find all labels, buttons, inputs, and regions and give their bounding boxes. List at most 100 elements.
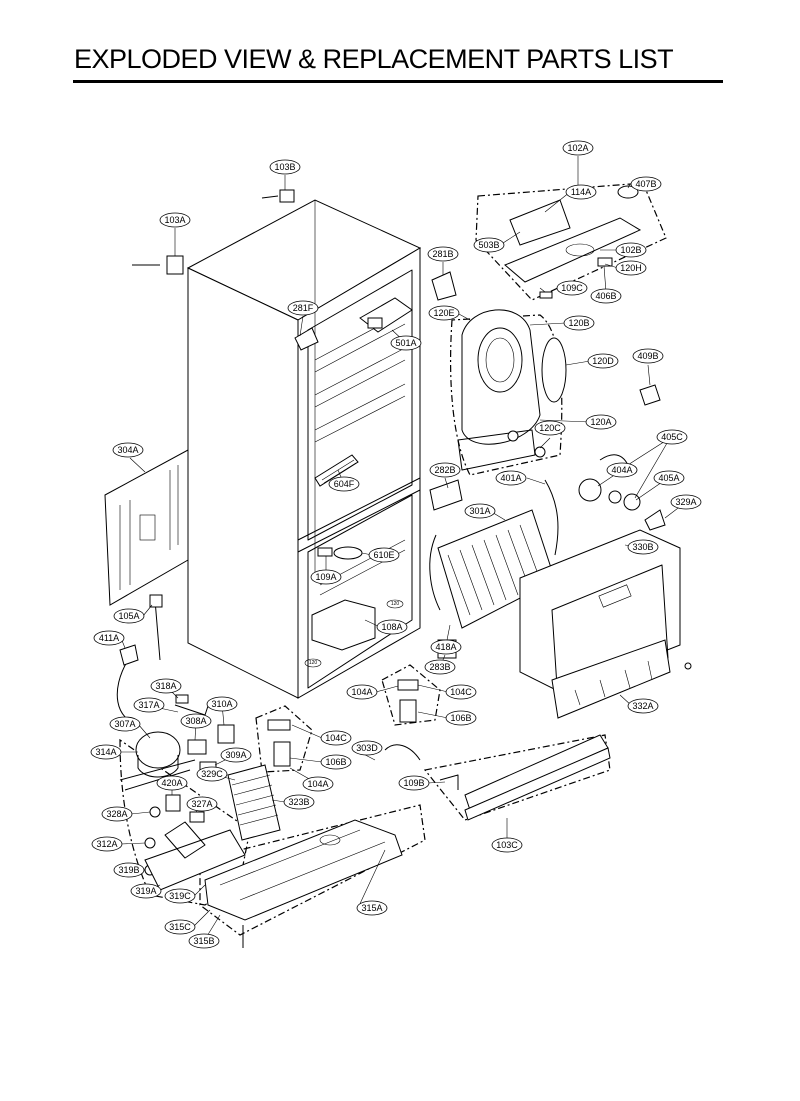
callout-120C: 120C bbox=[534, 420, 566, 436]
callout-420A: 420A bbox=[156, 775, 188, 791]
fan-motor-assembly bbox=[544, 454, 666, 556]
callout-label: 120A bbox=[590, 417, 611, 427]
callout-label: 312A bbox=[96, 839, 117, 849]
callout-106B-mid: 106B bbox=[320, 754, 352, 770]
callout-label: 303D bbox=[356, 743, 378, 753]
callout-label: 120E bbox=[433, 308, 454, 318]
callout-405C: 405C bbox=[656, 429, 688, 445]
callout-label: 105A bbox=[118, 611, 139, 621]
callout-label: 104A bbox=[351, 687, 372, 697]
callout-label: 304A bbox=[117, 445, 138, 455]
callout-283B: 283B bbox=[424, 659, 456, 675]
callout-label: 106B bbox=[450, 713, 471, 723]
callout-label: 409B bbox=[637, 351, 658, 361]
callout-label: 405A bbox=[658, 473, 679, 483]
group-outlines bbox=[119, 182, 667, 936]
callout-109A: 109A bbox=[310, 569, 342, 585]
callout-label: 314A bbox=[95, 747, 116, 757]
callout-104A-mid: 104A bbox=[302, 776, 334, 792]
callout-label: 109A bbox=[315, 572, 336, 582]
callout-label: 503B bbox=[478, 240, 499, 250]
callout-label: 327A bbox=[191, 799, 212, 809]
callout-label: 315B bbox=[193, 936, 214, 946]
callout-304A: 304A bbox=[112, 442, 144, 458]
callout-102A: 102A bbox=[562, 140, 594, 156]
callout-318A: 318A bbox=[150, 678, 182, 694]
callout-281F: 281F bbox=[287, 300, 319, 316]
shelf-mark: 120 bbox=[309, 660, 318, 666]
bottom-cover-103C bbox=[439, 734, 611, 821]
callout-label: 418A bbox=[435, 642, 456, 652]
callout-418A: 418A bbox=[430, 639, 462, 655]
rear-cover-304A bbox=[104, 449, 189, 606]
callout-label: 120C bbox=[539, 423, 561, 433]
callout-label: 120B bbox=[568, 318, 589, 328]
callout-314A: 314A bbox=[90, 744, 122, 760]
callout-label: 319C bbox=[169, 891, 191, 901]
callout-329C: 329C bbox=[196, 766, 228, 782]
callout-label: 307A bbox=[114, 719, 135, 729]
callout-610E: 610E bbox=[368, 547, 400, 563]
callout-301A: 301A bbox=[464, 503, 496, 519]
fan-grille-120A bbox=[431, 271, 661, 471]
callout-105A: 105A bbox=[113, 608, 145, 624]
callout-329A: 329A bbox=[670, 494, 702, 510]
callout-328A: 328A bbox=[101, 806, 133, 822]
callout-label: 102A bbox=[567, 143, 588, 153]
callout-109C: 109C bbox=[556, 280, 588, 296]
callout-label: 103B bbox=[274, 162, 295, 172]
callout-label: 317A bbox=[138, 700, 159, 710]
callout-label: 411A bbox=[99, 633, 119, 643]
callout-120B: 120B bbox=[563, 315, 595, 331]
callout-319B: 319B bbox=[113, 862, 145, 878]
callout-319A: 319A bbox=[130, 883, 162, 899]
callout-label: 301A bbox=[469, 506, 490, 516]
callout-120H: 120H bbox=[615, 260, 647, 276]
callout-label: 318A bbox=[155, 681, 176, 691]
base-plate-315A bbox=[204, 819, 403, 948]
callout-label: 407B bbox=[635, 179, 656, 189]
callout-label: 281B bbox=[432, 249, 453, 259]
callout-label: 109B bbox=[403, 778, 424, 788]
callout-label: 405C bbox=[661, 432, 683, 442]
callout-604F: 604F bbox=[328, 476, 360, 492]
callout-405A: 405A bbox=[653, 470, 685, 486]
callout-label: 103C bbox=[496, 840, 518, 850]
callout-102B: 102B bbox=[615, 242, 647, 258]
callout-label: 104A bbox=[307, 779, 328, 789]
callout-281B: 281B bbox=[427, 246, 459, 262]
callout-label: 309A bbox=[225, 750, 246, 760]
small-top-parts bbox=[132, 189, 295, 275]
callout-label: 281F bbox=[293, 303, 314, 313]
page-title: EXPLODED VIEW & REPLACEMENT PARTS LIST bbox=[74, 44, 674, 74]
callout-411A: 411A bbox=[93, 630, 125, 646]
callout-label: 114A bbox=[571, 187, 591, 197]
callout-332A: 332A bbox=[627, 698, 659, 714]
callout-label: 282B bbox=[434, 465, 455, 475]
callout-317A: 317A bbox=[133, 697, 165, 713]
shelf-mark: 120 bbox=[391, 601, 400, 607]
callout-label: 329A bbox=[675, 497, 696, 507]
callout-label: 501A bbox=[395, 338, 416, 348]
callout-109B: 109B bbox=[398, 775, 430, 791]
callout-label: 329C bbox=[201, 769, 223, 779]
callout-label: 328A bbox=[106, 809, 127, 819]
callout-108A: 108A bbox=[376, 619, 408, 635]
compressor-assembly bbox=[116, 594, 281, 891]
callout-282B: 282B bbox=[429, 462, 461, 478]
callout-label: 330B bbox=[632, 542, 653, 552]
callout-label: 308A bbox=[185, 716, 206, 726]
callout-104C-mid: 104C bbox=[320, 730, 352, 746]
callout-409B: 409B bbox=[632, 348, 664, 364]
callout-106B-top: 106B bbox=[445, 710, 477, 726]
callout-label: 319A bbox=[135, 886, 156, 896]
callout-120D: 120D bbox=[587, 353, 619, 369]
callout-label: 109C bbox=[561, 283, 583, 293]
callout-120E: 120E bbox=[428, 305, 460, 321]
callout-label: 120H bbox=[620, 263, 642, 273]
callout-503B: 503B bbox=[473, 237, 505, 253]
callout-label: 404A bbox=[611, 465, 632, 475]
callout-label: 103A bbox=[164, 215, 185, 225]
callout-103A: 103A bbox=[159, 212, 191, 228]
callout-104C-top: 104C bbox=[445, 684, 477, 700]
